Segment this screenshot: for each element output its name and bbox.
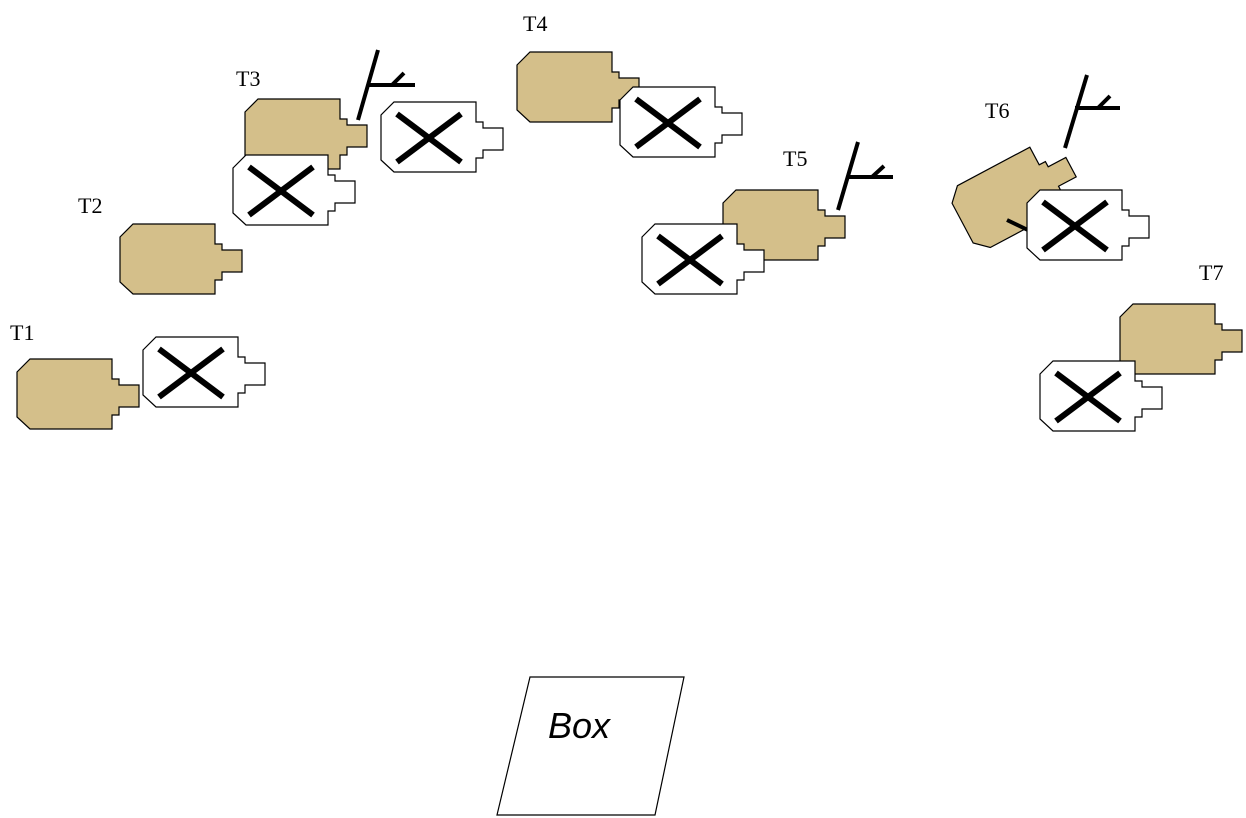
- piece-t3-crossed-2: [380, 101, 504, 173]
- label-t6: T6: [985, 98, 1009, 123]
- piece-t2-filled: [119, 223, 243, 295]
- box-parallelogram: Box: [496, 676, 685, 816]
- label-t3: T3: [236, 66, 260, 91]
- piece-t1-crossed: [142, 336, 266, 408]
- piece-t6-antenna-icon: [1063, 74, 1120, 149]
- piece-t3-crossed: [232, 154, 356, 226]
- piece-t4-crossed: [619, 86, 743, 158]
- label-t7: T7: [1199, 260, 1223, 285]
- box-label: Box: [548, 705, 612, 746]
- piece-t1-filled: [16, 358, 140, 430]
- piece-t7-crossed: [1039, 360, 1163, 432]
- piece-t6-crossed: [1026, 189, 1150, 261]
- piece-t7-filled: [1119, 303, 1243, 375]
- label-t4: T4: [523, 11, 547, 36]
- label-t5: T5: [783, 146, 807, 171]
- piece-t3-antenna-icon: [356, 49, 415, 121]
- label-t1: T1: [10, 320, 34, 345]
- piece-t5-antenna-icon: [836, 141, 893, 211]
- label-t2: T2: [78, 193, 102, 218]
- piece-t5-crossed: [641, 223, 765, 295]
